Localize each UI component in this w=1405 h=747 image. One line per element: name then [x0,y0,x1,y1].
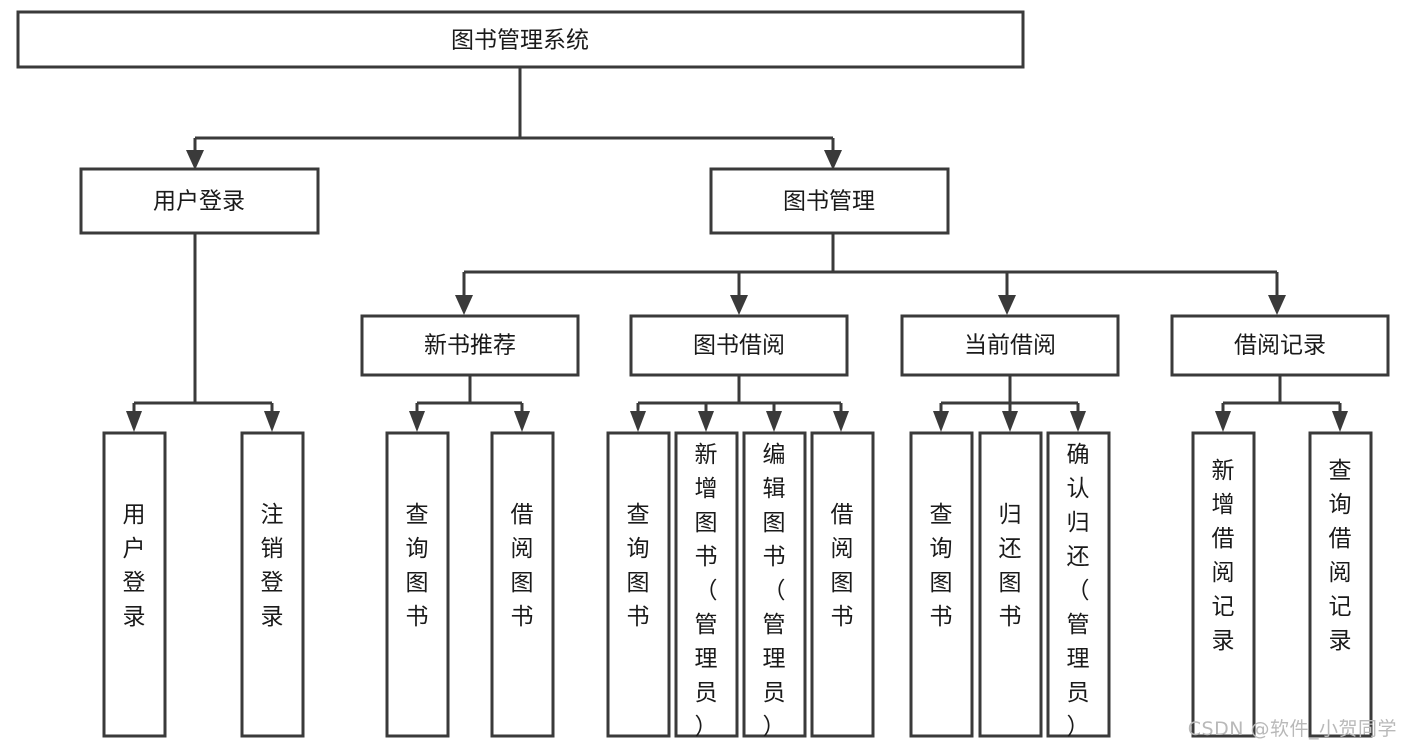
arrow-br-l2 [1332,411,1348,432]
node-leaf-confirm-return-label: 确认归还（管理员） [1067,442,1090,740]
node-leaf-borrow-book-1-label: 借阅图书 [511,502,534,630]
node-leaf-query-book-1-box[interactable] [385,431,450,738]
node-new-book-recommend-box[interactable] [360,314,580,377]
node-borrow-record-label: 借阅记录 [1234,333,1326,359]
arrow-bb-l1 [630,411,646,432]
arrow-ul-leaf1 [126,411,142,432]
node-leaf-query-record-box[interactable] [1308,431,1373,738]
node-leaf-query-record[interactable]: 查询借阅记录 [1308,431,1373,738]
node-new-book-recommend[interactable]: 新书推荐 [360,314,580,377]
node-leaf-borrow-book-2-label: 借阅图书 [831,502,854,630]
node-leaf-borrow-book-1-box[interactable] [490,431,555,738]
arrow-bb-l2 [698,411,714,432]
node-leaf-return-book-box[interactable] [978,431,1043,738]
arrow-bm-c4 [1268,295,1286,315]
node-leaf-logout-login-label: 注销登录 [261,502,284,630]
arrow-nbr-l2 [514,411,530,432]
node-leaf-add-book-label: 新增图书（管理员） [695,442,718,740]
arrow-root-to-book-manage [824,150,842,170]
arrow-ul-leaf2 [264,411,280,432]
node-leaf-return-book[interactable]: 归还图书 [978,431,1043,738]
node-leaf-user-login-box[interactable] [102,431,167,738]
arrow-nbr-l1 [409,411,425,432]
node-current-borrow[interactable]: 当前借阅 [900,314,1120,377]
node-book-borrow-box[interactable] [629,314,849,377]
node-book-manage[interactable]: 图书管理 [709,167,950,235]
node-leaf-query-book-2[interactable]: 查询图书 [606,431,671,738]
arrow-cb-l1 [933,411,949,432]
node-book-manage-box[interactable] [709,167,950,235]
node-leaf-query-book-1[interactable]: 查询图书 [385,431,450,738]
node-leaf-logout-login[interactable]: 注销登录 [240,431,305,738]
arrow-bm-c2 [730,295,748,315]
connector-layer [126,67,1348,432]
arrow-bm-c1 [455,295,473,315]
node-leaf-confirm-return-box[interactable] [1046,431,1111,738]
node-leaf-borrow-book-1[interactable]: 借阅图书 [490,431,555,738]
node-leaf-borrow-book-2-box[interactable] [810,431,875,738]
node-leaf-query-book-1-label: 查询图书 [406,502,429,630]
node-book-manage-label: 图书管理 [783,189,875,215]
node-leaf-edit-book-box[interactable] [742,431,807,738]
node-leaf-user-login[interactable]: 用户登录 [102,431,167,738]
node-leaf-query-record-label: 查询借阅记录 [1329,458,1352,654]
node-root-label: 图书管理系统 [451,28,589,54]
node-leaf-return-book-label: 归还图书 [999,502,1022,630]
node-user-login-label: 用户登录 [153,189,245,215]
node-leaf-user-login-label: 用户登录 [123,502,146,630]
node-leaf-query-book-3[interactable]: 查询图书 [909,431,974,738]
node-user-login-box[interactable] [79,167,320,235]
arrow-cb-l3 [1070,411,1086,432]
node-leaf-query-book-2-box[interactable] [606,431,671,738]
node-leaf-edit-book[interactable]: 编辑图书（管理员） [742,431,807,740]
node-leaf-borrow-book-2[interactable]: 借阅图书 [810,431,875,738]
node-leaf-add-book[interactable]: 新增图书（管理员） [674,431,739,740]
arrow-bb-l4 [833,411,849,432]
arrow-cb-l2 [1002,411,1018,432]
node-leaf-add-record-box[interactable] [1191,431,1256,738]
node-root-box[interactable] [16,10,1025,69]
node-leaf-query-book-2-label: 查询图书 [627,502,650,630]
node-leaf-confirm-return[interactable]: 确认归还（管理员） [1046,431,1111,740]
node-leaf-edit-book-label: 编辑图书（管理员） [763,442,786,740]
node-leaf-logout-login-box[interactable] [240,431,305,738]
node-root[interactable]: 图书管理系统 [16,10,1025,69]
node-user-login[interactable]: 用户登录 [79,167,320,235]
csdn-watermark: CSDN @软件_小贺同学 [1187,718,1397,740]
node-book-borrow-label: 图书借阅 [693,333,785,359]
node-borrow-record[interactable]: 借阅记录 [1170,314,1390,377]
node-leaf-add-record[interactable]: 新增借阅记录 [1191,431,1256,738]
node-current-borrow-label: 当前借阅 [964,333,1056,359]
arrow-root-to-user-login [186,150,204,170]
arrow-br-l1 [1215,411,1231,432]
node-new-book-recommend-label: 新书推荐 [424,333,516,359]
node-book-borrow[interactable]: 图书借阅 [629,314,849,377]
arrow-bm-c3 [998,295,1016,315]
node-current-borrow-box[interactable] [900,314,1120,377]
arrow-bb-l3 [766,411,782,432]
node-leaf-add-record-label: 新增借阅记录 [1212,458,1235,654]
node-leaf-add-book-box[interactable] [674,431,739,738]
node-leaf-query-book-3-label: 查询图书 [930,502,953,630]
node-borrow-record-box[interactable] [1170,314,1390,377]
node-leaf-query-book-3-box[interactable] [909,431,974,738]
